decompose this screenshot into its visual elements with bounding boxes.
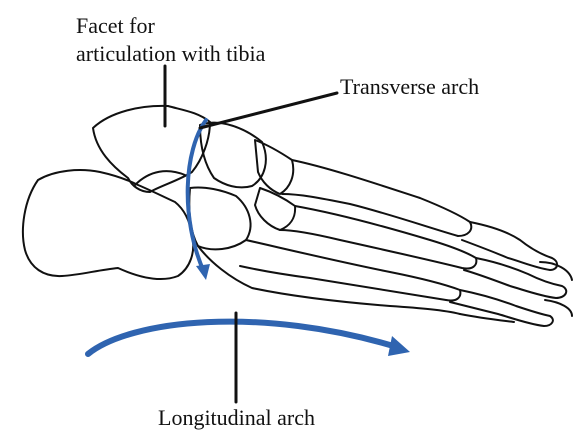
facet-label-line1: Facet for <box>76 13 155 39</box>
longitudinal-arch-label: Longitudinal arch <box>158 405 315 431</box>
talus-neck-line <box>135 171 185 185</box>
longitudinal-arch-arrow <box>88 322 400 354</box>
cuboid-bone <box>189 187 250 249</box>
longitudinal-arch-arrowhead <box>388 336 410 356</box>
toe-tips <box>540 262 572 316</box>
facet-label-line2: articulation with tibia <box>76 41 265 67</box>
cuneiform-1 <box>255 140 293 194</box>
metatarsal-5 <box>198 246 460 314</box>
transverse-leader-line <box>200 93 337 128</box>
metatarsal-2 <box>280 206 476 269</box>
phalanges-5 <box>460 314 514 322</box>
transverse-arch-label: Transverse arch <box>340 74 479 100</box>
calcaneus-bone <box>23 170 193 279</box>
transverse-arch-arrowhead <box>196 264 210 280</box>
